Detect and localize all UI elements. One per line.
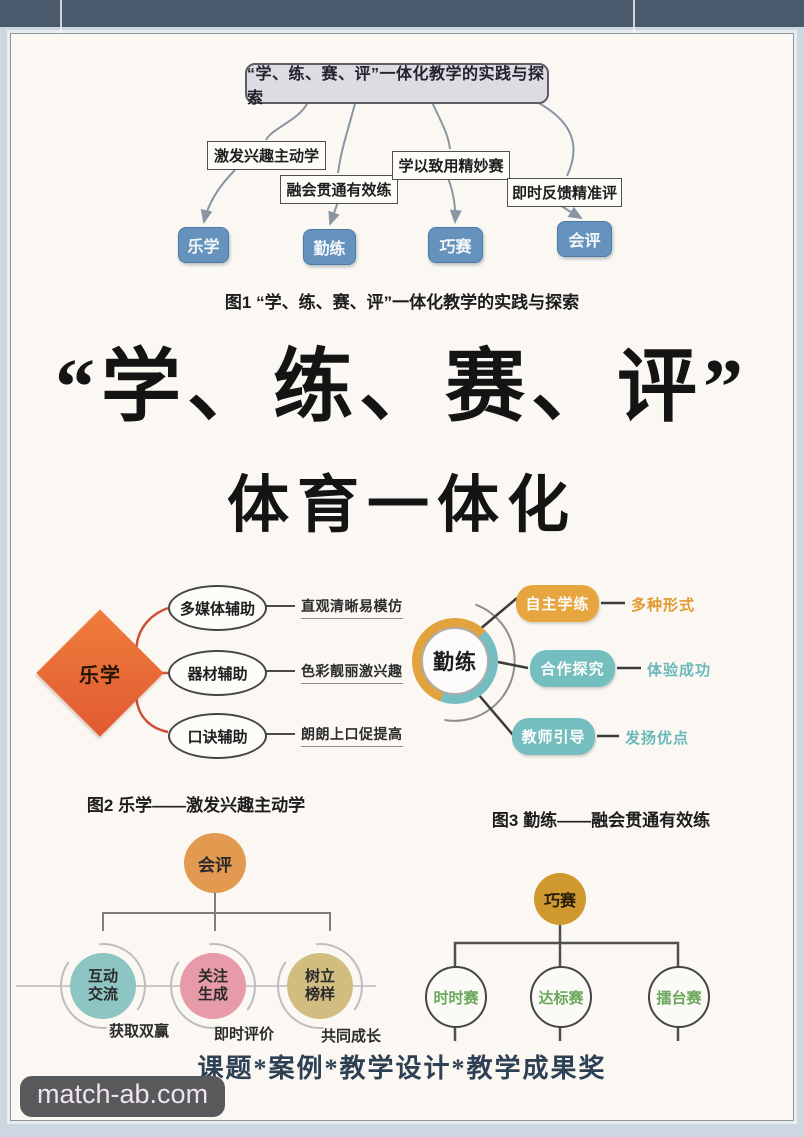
fig4-root-circle: 会评 bbox=[184, 833, 246, 893]
fig2-node-equipment: 器材辅助 bbox=[168, 650, 267, 696]
fig1-node-qiaosai: 巧赛 bbox=[428, 227, 483, 263]
fig5-node-arena-race: 擂台赛 bbox=[648, 966, 710, 1028]
fig1-caption: 图1 “学、练、赛、评”一体化教学的实践与探索 bbox=[224, 293, 580, 312]
fig4-node-role-model: 树立榜样 bbox=[287, 953, 353, 1019]
fig2-node-chant: 口诀辅助 bbox=[168, 713, 267, 759]
fig3-label-1: 多种形式 bbox=[631, 597, 696, 614]
fig5-node-timed-race: 时时赛 bbox=[425, 966, 487, 1028]
footer-caption: 课题*案例*教学设计*教学成果奖 bbox=[197, 1054, 607, 1083]
fig1-node-lexue: 乐学 bbox=[178, 227, 229, 263]
watermark-badge[interactable]: match-ab.com bbox=[20, 1076, 226, 1117]
top-bar-divider-left bbox=[60, 0, 62, 34]
hero-title-line1: “学、练、赛、评” bbox=[55, 344, 749, 432]
fig4-node-generation-label: 关注生成 bbox=[197, 968, 228, 1003]
fig2-root-label: 乐学 bbox=[79, 664, 121, 687]
poster-page: “学、练、赛、评”一体化教学的实践与探索 激发兴趣主动学 融会贯通有效练 学以致… bbox=[10, 33, 794, 1121]
fig4-node-interaction-label: 互动交流 bbox=[87, 968, 118, 1003]
fig1-node-qinlian: 勤练 bbox=[303, 229, 356, 265]
fig4-label-1: 获取双赢 bbox=[109, 1023, 170, 1040]
fig3-root-ring: 勤练 bbox=[412, 618, 498, 704]
fig2-caption: 图2 乐学——激发兴趣主动学 bbox=[86, 796, 306, 815]
fig3-node-cooperate: 合作探究 bbox=[530, 650, 615, 687]
fig1-node-huiping: 会评 bbox=[557, 221, 612, 257]
fig3-label-3: 发扬优点 bbox=[625, 730, 690, 747]
top-bar-divider-right bbox=[633, 0, 635, 34]
fig1-branch-label-compete: 学以致用精妙赛 bbox=[392, 151, 510, 180]
fig1-branch-label-practice: 融会贯通有效练 bbox=[280, 175, 398, 204]
fig5-node-standard-race: 达标赛 bbox=[530, 966, 592, 1028]
top-bar bbox=[0, 0, 804, 34]
fig4-bracket bbox=[102, 892, 331, 931]
fig3-caption: 图3 勤练——融会贯通有效练 bbox=[491, 811, 711, 830]
fig4-label-3: 共同成长 bbox=[321, 1028, 382, 1045]
fig4-node-role-model-label: 树立榜样 bbox=[304, 968, 335, 1003]
fig3-node-self-practice: 自主学练 bbox=[516, 585, 599, 622]
fig5-root-circle: 巧赛 bbox=[534, 873, 586, 925]
fig1-branch-label-learn: 激发兴趣主动学 bbox=[207, 141, 326, 170]
fig2-root-diamond: 乐学 bbox=[36, 609, 164, 737]
fig2-branch-lines bbox=[263, 605, 295, 735]
fig3-label-2: 体验成功 bbox=[647, 662, 712, 679]
fig3-node-teacher-guide: 教师引导 bbox=[512, 718, 595, 755]
fig1-branch-label-evaluate: 即时反馈精准评 bbox=[507, 178, 622, 207]
fig3-root-label: 勤练 bbox=[421, 627, 489, 695]
fig2-label-3: 朗朗上口促提高 bbox=[301, 724, 403, 747]
connector-layer bbox=[16, 98, 680, 1041]
fig2-node-multimedia: 多媒体辅助 bbox=[168, 585, 267, 631]
fig2-label-1: 直观清晰易模仿 bbox=[301, 596, 403, 619]
hero-title-line2: 体育一体化 bbox=[226, 472, 577, 540]
fig4-node-generation: 关注生成 bbox=[180, 953, 246, 1019]
fig4-node-interaction: 互动交流 bbox=[70, 953, 136, 1019]
fig2-label-2: 色彩靓丽激兴趣 bbox=[301, 661, 403, 684]
fig1-title-node: “学、练、赛、评”一体化教学的实践与探索 bbox=[245, 63, 549, 107]
fig4-label-2: 即时评价 bbox=[214, 1026, 275, 1043]
